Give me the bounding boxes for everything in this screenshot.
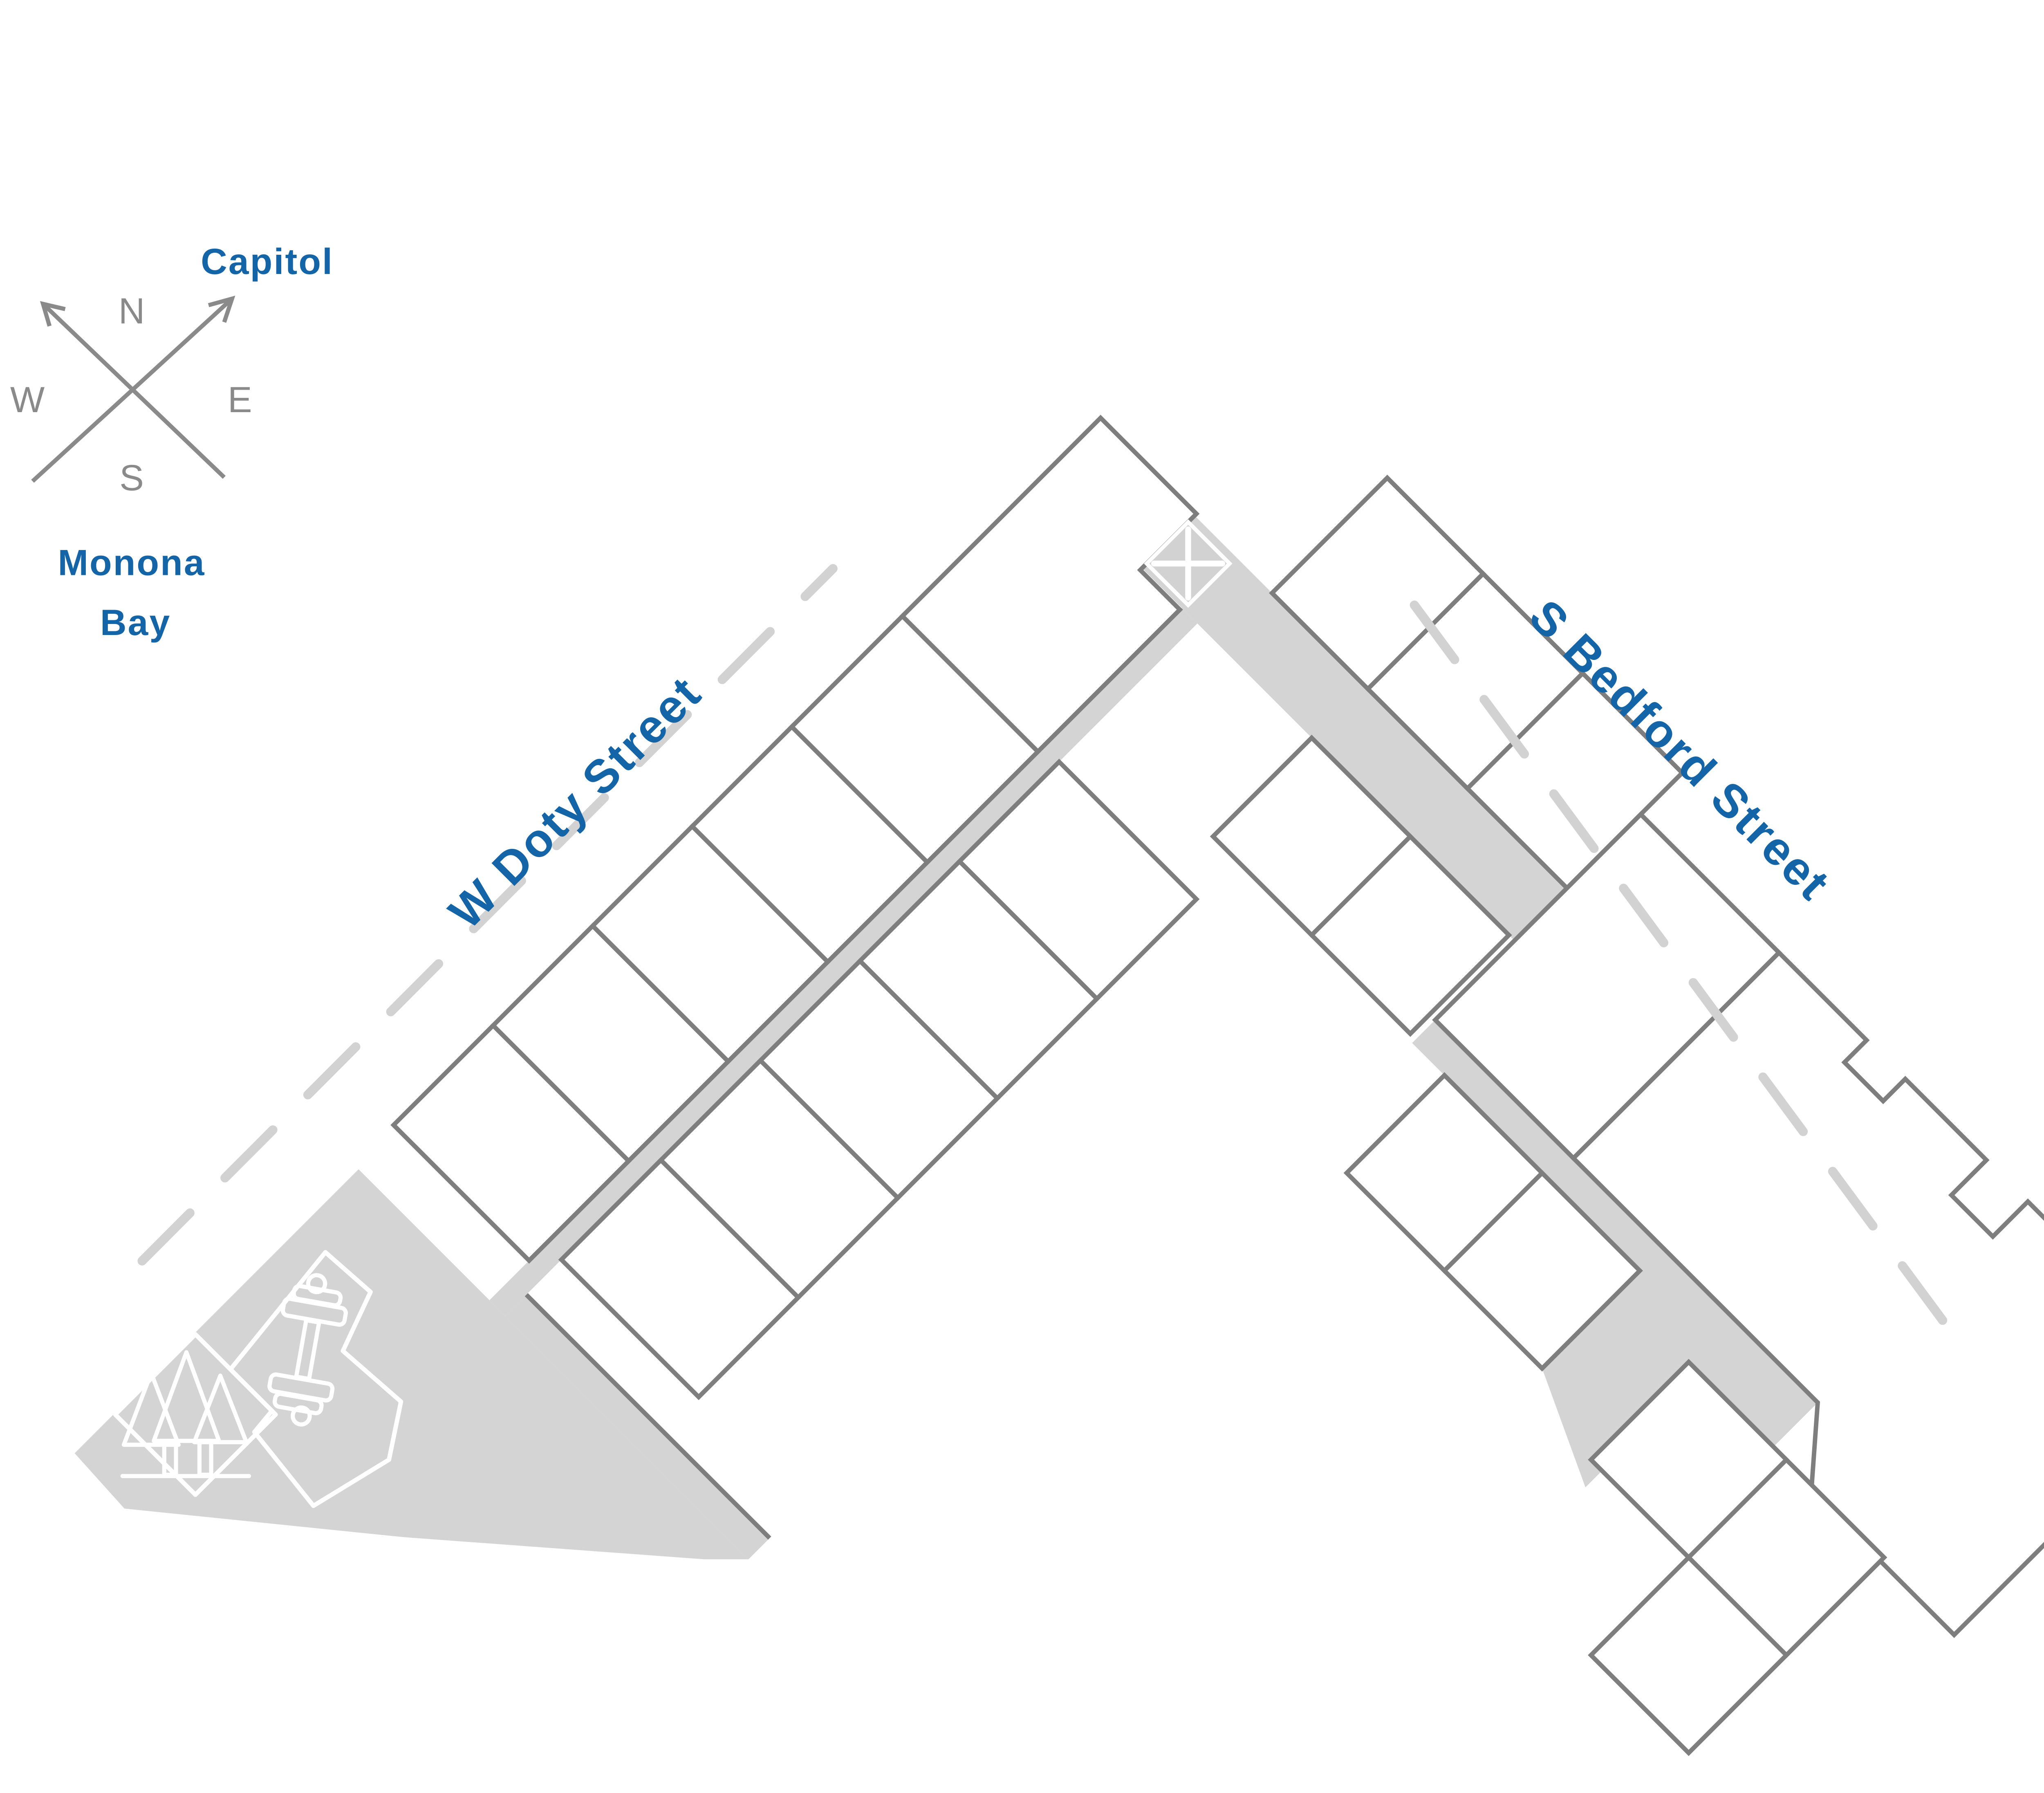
compass-south: S — [119, 457, 144, 498]
parcel — [1588, 1554, 1790, 1756]
monona-bay-label-line2: Bay — [100, 602, 171, 643]
bedford-street-centerline — [1410, 600, 1954, 1333]
bedford-alley — [1136, 510, 1818, 1466]
rear-lane-edge — [524, 1293, 771, 1540]
compass-east: E — [228, 379, 252, 420]
compass-rose-icon: N E S W — [10, 290, 252, 498]
x-marker-icon — [1144, 519, 1233, 608]
pine-trees-icon — [120, 1350, 251, 1479]
park-area — [74, 1169, 749, 1560]
block-grid — [74, 415, 2044, 1756]
parcel — [1308, 833, 1512, 1037]
monona-bay-label-line1: Monona — [58, 542, 205, 583]
dumbbell-icon — [267, 1273, 348, 1427]
corner-parcel — [899, 415, 1200, 755]
gym-parcel-outline — [228, 1250, 403, 1508]
doty-street-centerline — [137, 564, 838, 1266]
highlighted-parcel — [1441, 1169, 1643, 1372]
compass-west: W — [10, 379, 45, 420]
compass-north: N — [119, 290, 145, 331]
rear-lane — [505, 1295, 770, 1560]
doty-alley — [489, 608, 1197, 1316]
parcel — [956, 758, 1200, 1002]
capitol-label: Capitol — [201, 241, 334, 282]
